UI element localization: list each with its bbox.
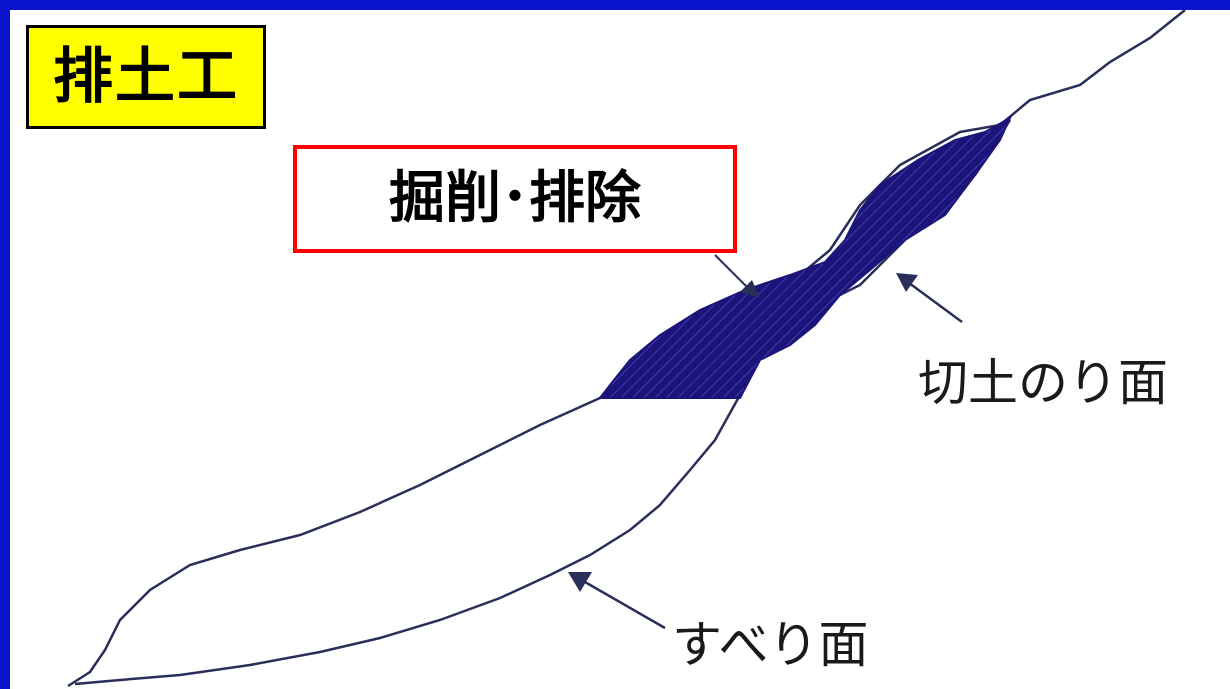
callout-leader-line [714,254,751,291]
excavation-callout: 掘削･排除 [293,145,737,253]
cut-slope-label: 切土のり面 [918,354,1168,412]
slip-surface-arrowhead [568,572,592,592]
cut-slope-arrow-line [904,278,963,324]
slip-surface-line [74,394,742,686]
cut-slope-arrowhead [896,273,918,292]
page-title: 排土工 [53,42,239,112]
title-box: 排土工 [26,25,266,129]
excavation-callout-label: 掘削･排除 [389,166,641,231]
callout-leader-arrowhead [740,280,760,298]
excavation-area [597,115,1013,399]
slip-surface-arrow-line [577,576,666,630]
slip-surface-label: すべり面 [672,616,869,674]
